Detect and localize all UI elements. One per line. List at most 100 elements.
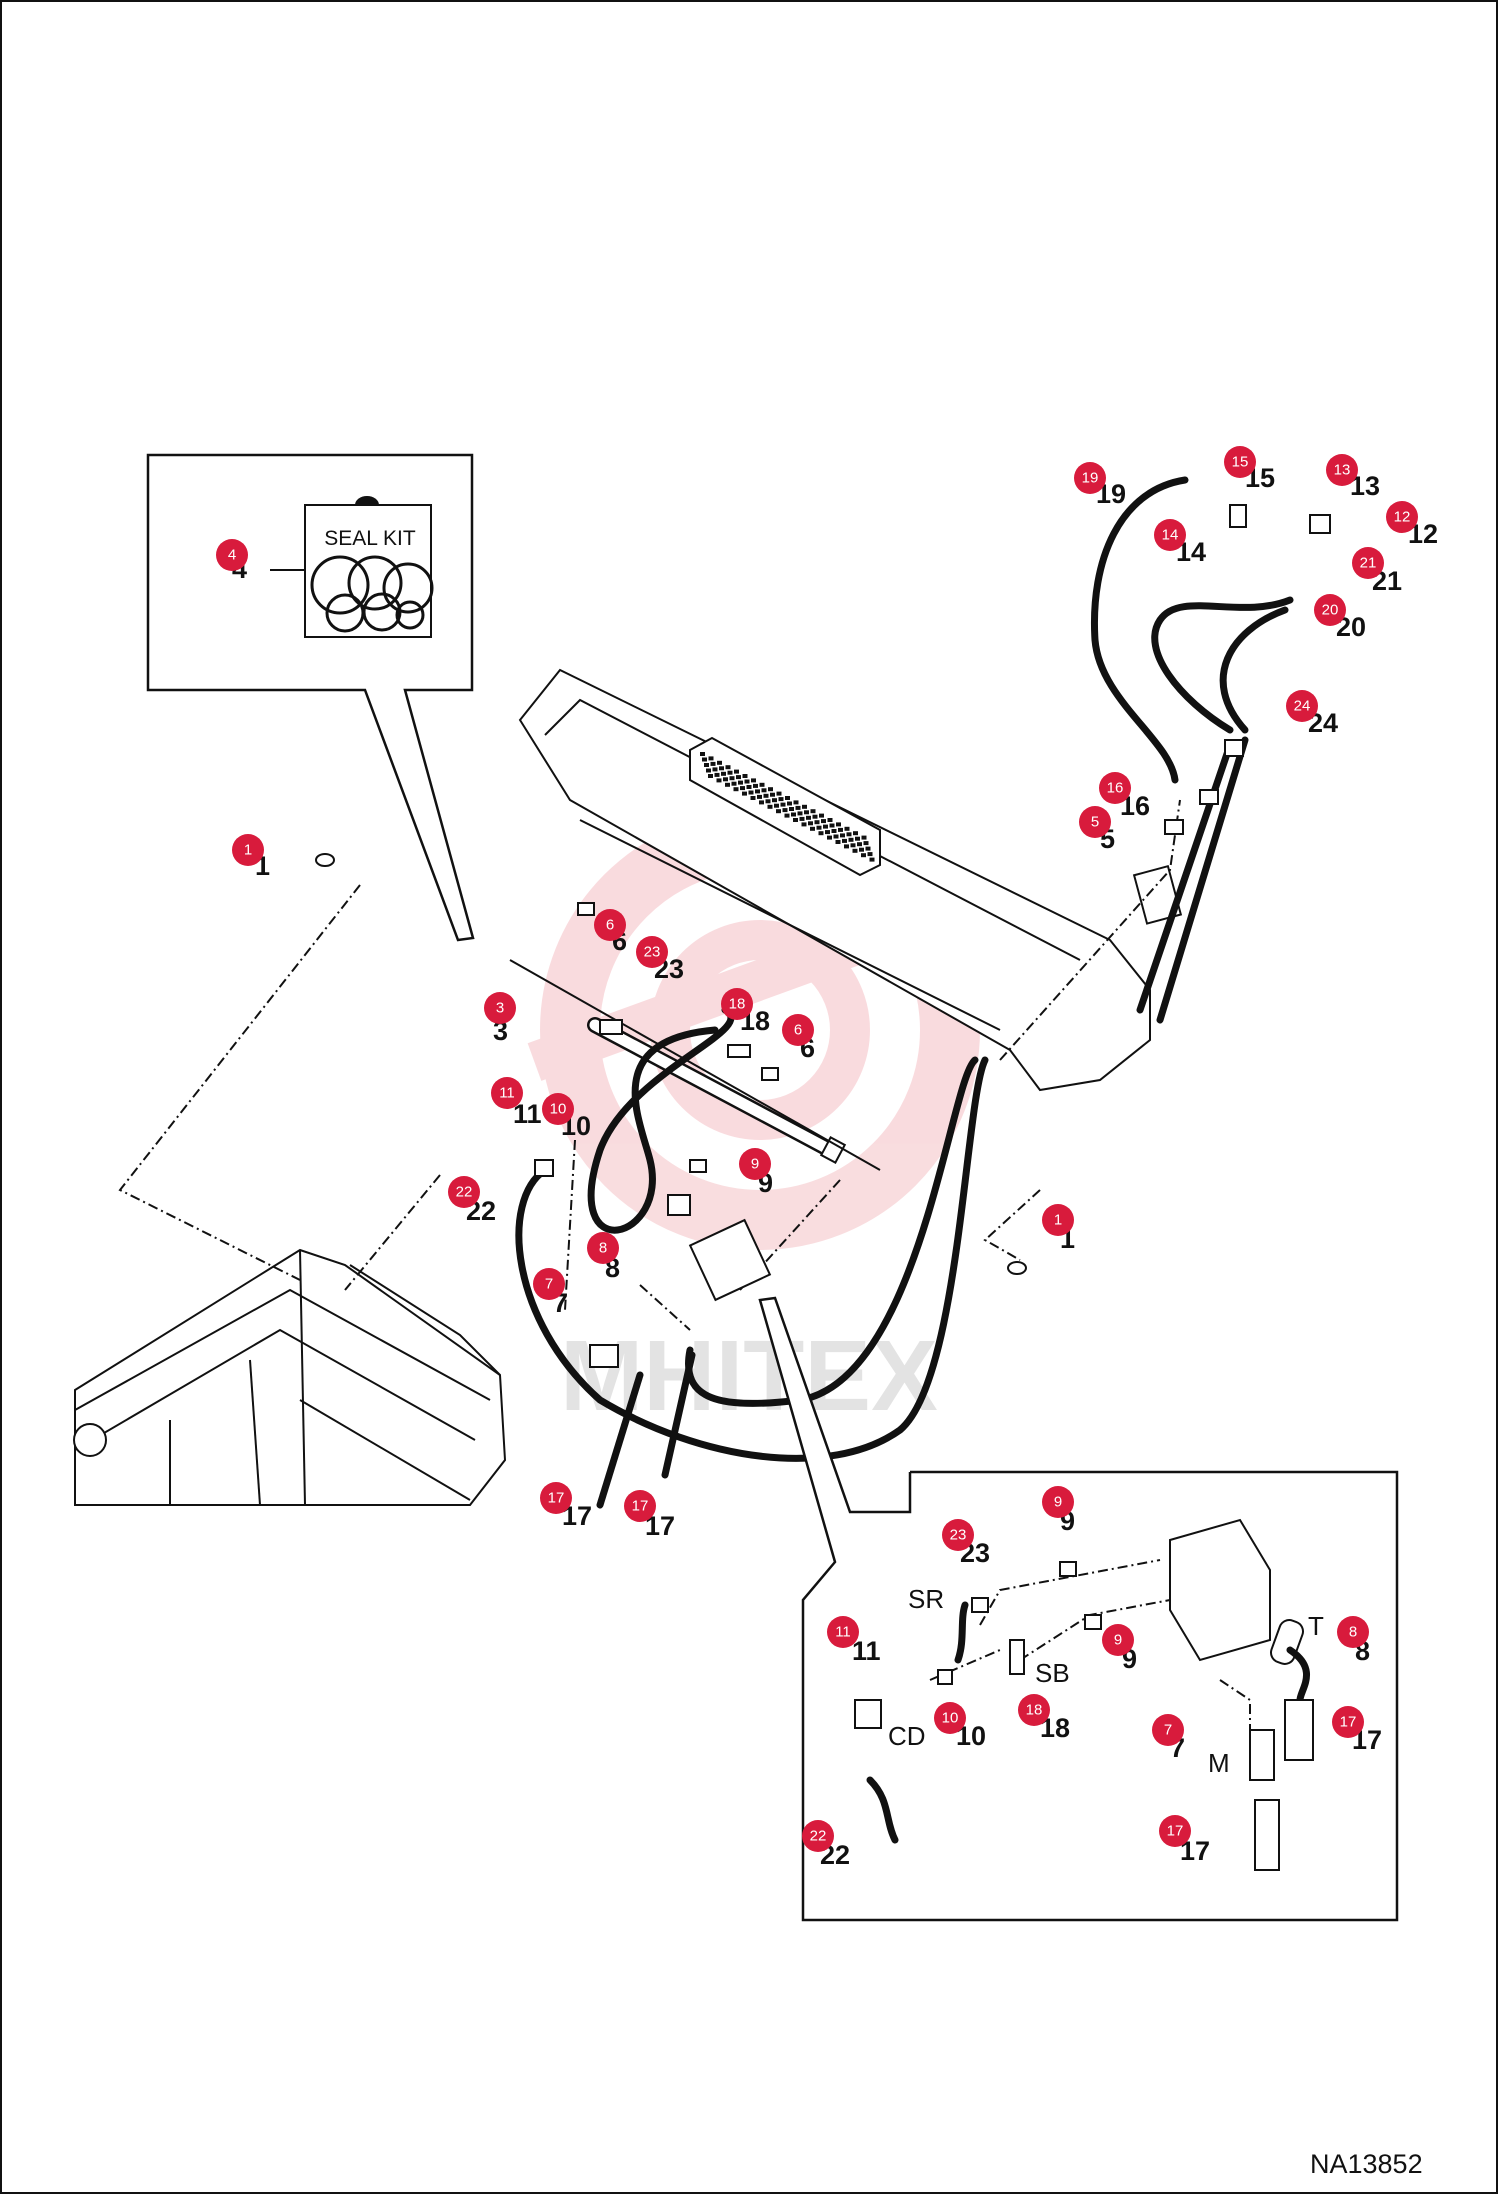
callout-badge-number: 23 <box>644 944 661 961</box>
grille-hole <box>704 763 709 767</box>
grille-hole <box>717 760 722 765</box>
callout-badge-number: 18 <box>729 996 746 1013</box>
callout-badge-9[interactable]: 9 <box>1102 1624 1134 1656</box>
callout-badge-18[interactable]: 18 <box>721 988 753 1020</box>
callout-badge-22[interactable]: 22 <box>448 1176 480 1208</box>
grille-hole <box>721 771 726 776</box>
callout-badge-1[interactable]: 1 <box>232 834 264 866</box>
callout-badge-number: 11 <box>499 1085 515 1102</box>
grille-hole <box>746 785 752 789</box>
callout-badge-circle <box>782 1014 814 1046</box>
grille-hole <box>842 838 847 843</box>
callout-badge-number: 17 <box>632 1498 649 1515</box>
callout-badge-21[interactable]: 21 <box>1352 547 1384 579</box>
grille-hole <box>772 798 777 803</box>
grille-hole <box>865 846 871 851</box>
port-label-m: M <box>1208 1748 1230 1778</box>
grille-hole <box>816 825 822 830</box>
callout-badge-12[interactable]: 12 <box>1386 501 1418 533</box>
grille-hole <box>859 847 864 852</box>
grille-hole <box>789 807 794 811</box>
callout-badge-9[interactable]: 9 <box>739 1148 771 1180</box>
callout-badge-number: 3 <box>496 1000 504 1017</box>
grille-hole <box>774 803 779 808</box>
callout-badge-number: 7 <box>545 1276 553 1293</box>
grille-hole <box>840 833 845 838</box>
callout-badge-19[interactable]: 19 <box>1074 462 1106 494</box>
callout-badge-17[interactable]: 17 <box>624 1490 656 1522</box>
callout-badge-7[interactable]: 7 <box>533 1268 565 1300</box>
callout-badge-15[interactable]: 15 <box>1224 446 1256 478</box>
callout-badge-circle <box>739 1148 771 1180</box>
drawing-code: NA13852 <box>1310 2149 1423 2179</box>
callout-badge-4[interactable]: 4 <box>216 539 248 571</box>
callout-badge-18[interactable]: 18 <box>1018 1694 1050 1726</box>
callout-badge-17[interactable]: 17 <box>540 1482 572 1514</box>
grille-hole <box>801 822 807 827</box>
callout-badge-circle <box>1332 1706 1364 1738</box>
callout-badge-23[interactable]: 23 <box>942 1519 974 1551</box>
grille-hole <box>731 781 737 786</box>
callout-badge-circle <box>484 992 516 1024</box>
grille-hole <box>768 787 773 792</box>
grille-hole <box>819 813 824 818</box>
grille-hole <box>821 819 826 824</box>
grille-hole <box>853 831 858 836</box>
callout-badge-number: 8 <box>599 1240 607 1257</box>
grille-hole <box>710 761 716 766</box>
callout-badge-14[interactable]: 14 <box>1154 519 1186 551</box>
callout-badge-number: 22 <box>456 1184 473 1201</box>
callout-badge-22[interactable]: 22 <box>802 1820 834 1852</box>
callout-badge-circle <box>1102 1624 1134 1656</box>
callout-badge-24[interactable]: 24 <box>1286 690 1318 722</box>
grille-hole <box>814 820 820 825</box>
grille-hole <box>738 780 743 785</box>
grille-hole <box>751 778 756 783</box>
callout-badge-number: 14 <box>1162 527 1179 544</box>
callout-badge-9[interactable]: 9 <box>1042 1486 1074 1518</box>
callout-badge-20[interactable]: 20 <box>1314 594 1346 626</box>
callout-badge-6[interactable]: 6 <box>782 1014 814 1046</box>
callout-badge-11[interactable]: 11 <box>491 1077 523 1109</box>
grille-hole <box>725 765 731 770</box>
callout-badge-10[interactable]: 10 <box>934 1702 966 1734</box>
grille-hole <box>706 768 711 773</box>
grille-hole <box>742 791 747 796</box>
callout-badge-circle <box>1224 446 1256 478</box>
callout-badge-circle <box>232 834 264 866</box>
callout-badge-7[interactable]: 7 <box>1152 1714 1184 1746</box>
grille-hole <box>785 796 790 800</box>
callout-badge-17[interactable]: 17 <box>1332 1706 1364 1738</box>
grille-hole <box>748 790 754 795</box>
callout-badge-number: 10 <box>550 1101 567 1118</box>
callout-badge-number: 7 <box>1164 1722 1172 1739</box>
callout-badge-13[interactable]: 13 <box>1326 454 1358 486</box>
callout-badge-16[interactable]: 16 <box>1099 772 1131 804</box>
callout-badge-1[interactable]: 1 <box>1042 1204 1074 1236</box>
callout-badge-number: 21 <box>1360 555 1377 572</box>
grille-hole <box>793 818 798 822</box>
callout-badge-11[interactable]: 11 <box>827 1616 859 1648</box>
grille-hole <box>761 788 767 793</box>
callout-badge-5[interactable]: 5 <box>1079 806 1111 838</box>
callout-badge-8[interactable]: 8 <box>1337 1616 1369 1648</box>
callout-badge-23[interactable]: 23 <box>636 936 668 968</box>
callout-badge-6[interactable]: 6 <box>594 909 626 941</box>
grille-hole <box>716 778 722 783</box>
grille-hole <box>778 797 784 802</box>
grille-hole <box>740 786 745 791</box>
callout-badge-10[interactable]: 10 <box>542 1093 574 1125</box>
callout-badge-circle <box>1018 1694 1050 1726</box>
callout-badge-8[interactable]: 8 <box>587 1232 619 1264</box>
callout-badge-17[interactable]: 17 <box>1159 1815 1191 1847</box>
grille-hole <box>836 822 841 827</box>
grille-hole <box>750 796 756 800</box>
callout-badge-circle <box>533 1268 565 1300</box>
callout-badge-circle <box>802 1820 834 1852</box>
grille-hole <box>744 779 750 784</box>
callout-badge-circle <box>942 1519 974 1551</box>
grille-hole <box>753 783 758 788</box>
callout-badge-3[interactable]: 3 <box>484 992 516 1024</box>
